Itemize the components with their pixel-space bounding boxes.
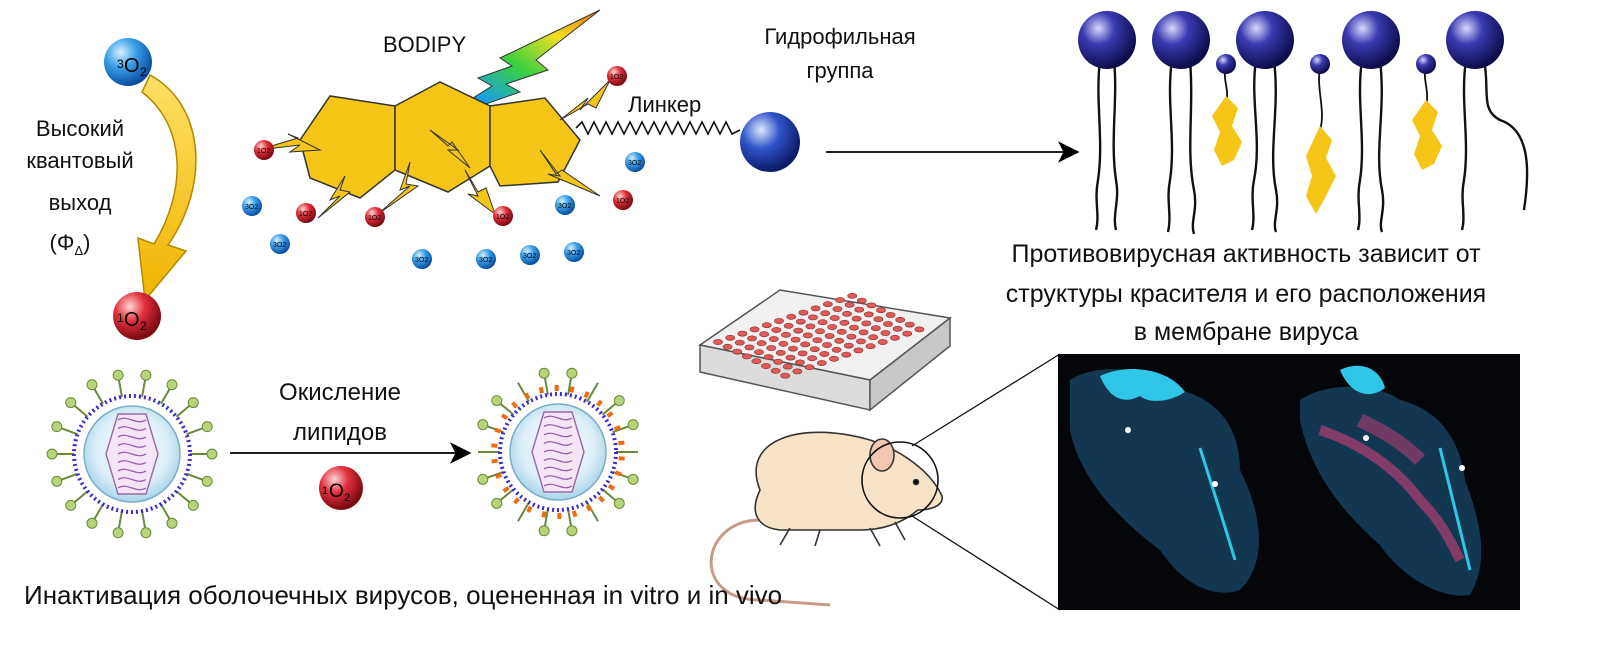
svg-text:3O2: 3O2 [479,257,492,264]
yellow-curved-arrow [137,73,197,302]
svg-text:Окисление: Окисление [279,379,401,406]
brain-tissue-images [1058,354,1520,610]
membrane-illustration [1094,59,1529,235]
oxygen-cloud: 1O2 3O2 1O2 3O2 1O2 3O2 3O2 1O2 3O2 3O2 … [242,66,645,269]
svg-text:1: 1 [117,311,124,325]
svg-text:1: 1 [322,485,328,497]
svg-text:O: O [329,481,344,502]
inactivation-caption: Инактивация оболочечных вирусов, оцененн… [24,580,782,610]
zoom-circle [861,441,939,519]
membrane-dyes [1212,96,1442,214]
singlet-oxygen-mid: 1 O 2 [319,466,363,510]
bodipy-label: BODIPY [383,32,466,57]
triplet-oxygen-big: 3 O 2 [104,38,152,86]
svg-text:3O2: 3O2 [273,242,286,249]
svg-text:O: O [124,309,140,331]
svg-text:квантовый: квантовый [26,148,133,173]
svg-text:3O2: 3O2 [245,204,258,211]
linker-label: Линкер [628,92,701,117]
membrane-heads [1078,11,1504,74]
oxidation-label: Окисление липидов [279,379,401,446]
svg-text:3O2: 3O2 [415,257,428,264]
triplet-letter: O [124,55,140,77]
zoom-line-bottom [911,515,1061,611]
quantum-yield-label: Высокий квантовый выход (ΦΔ) [26,116,133,258]
antiviral-caption: Противовирусная активность зависит от ст… [1006,240,1486,346]
bodipy-core [299,81,581,199]
svg-text:1O2: 1O2 [299,211,312,218]
svg-text:Высокий: Высокий [36,116,124,141]
svg-text:3O2: 3O2 [628,160,641,167]
svg-text:2: 2 [344,492,350,504]
svg-text:3O2: 3O2 [558,203,571,210]
svg-text:(ΦΔ): (ΦΔ) [50,230,91,258]
hydrophilic-group-ball [740,112,800,172]
svg-text:Гидрофильная: Гидрофильная [764,24,915,49]
svg-text:3O2: 3O2 [523,253,536,260]
hydrophilic-label: Гидрофильная группа [764,24,915,83]
svg-text:1O2: 1O2 [257,148,270,155]
triplet-sub: 2 [140,65,147,79]
svg-text:1O2: 1O2 [610,74,623,81]
svg-text:3O2: 3O2 [567,250,580,257]
svg-text:2: 2 [140,319,147,333]
svg-text:липидов: липидов [293,419,387,446]
svg-text:1O2: 1O2 [368,215,381,222]
singlet-oxygen-big: 1 O 2 [113,292,161,340]
triplet-sup: 3 [117,57,124,71]
well-plate [698,289,952,412]
oxidized-virus [477,367,639,537]
svg-text:выход: выход [49,190,112,215]
svg-text:в мембране вируса: в мембране вируса [1134,318,1359,346]
svg-text:1O2: 1O2 [616,198,629,205]
linker-zigzag [575,120,741,136]
svg-text:группа: группа [806,58,874,83]
intact-virus [46,369,218,539]
svg-text:1O2: 1O2 [496,214,509,221]
zoom-line-top [911,353,1061,447]
svg-text:Противовирусная активность зав: Противовирусная активность зависит от [1011,240,1481,268]
svg-text:структуры красителя и его расп: структуры красителя и его расположения [1006,280,1486,308]
mouse-illustration [709,431,943,607]
